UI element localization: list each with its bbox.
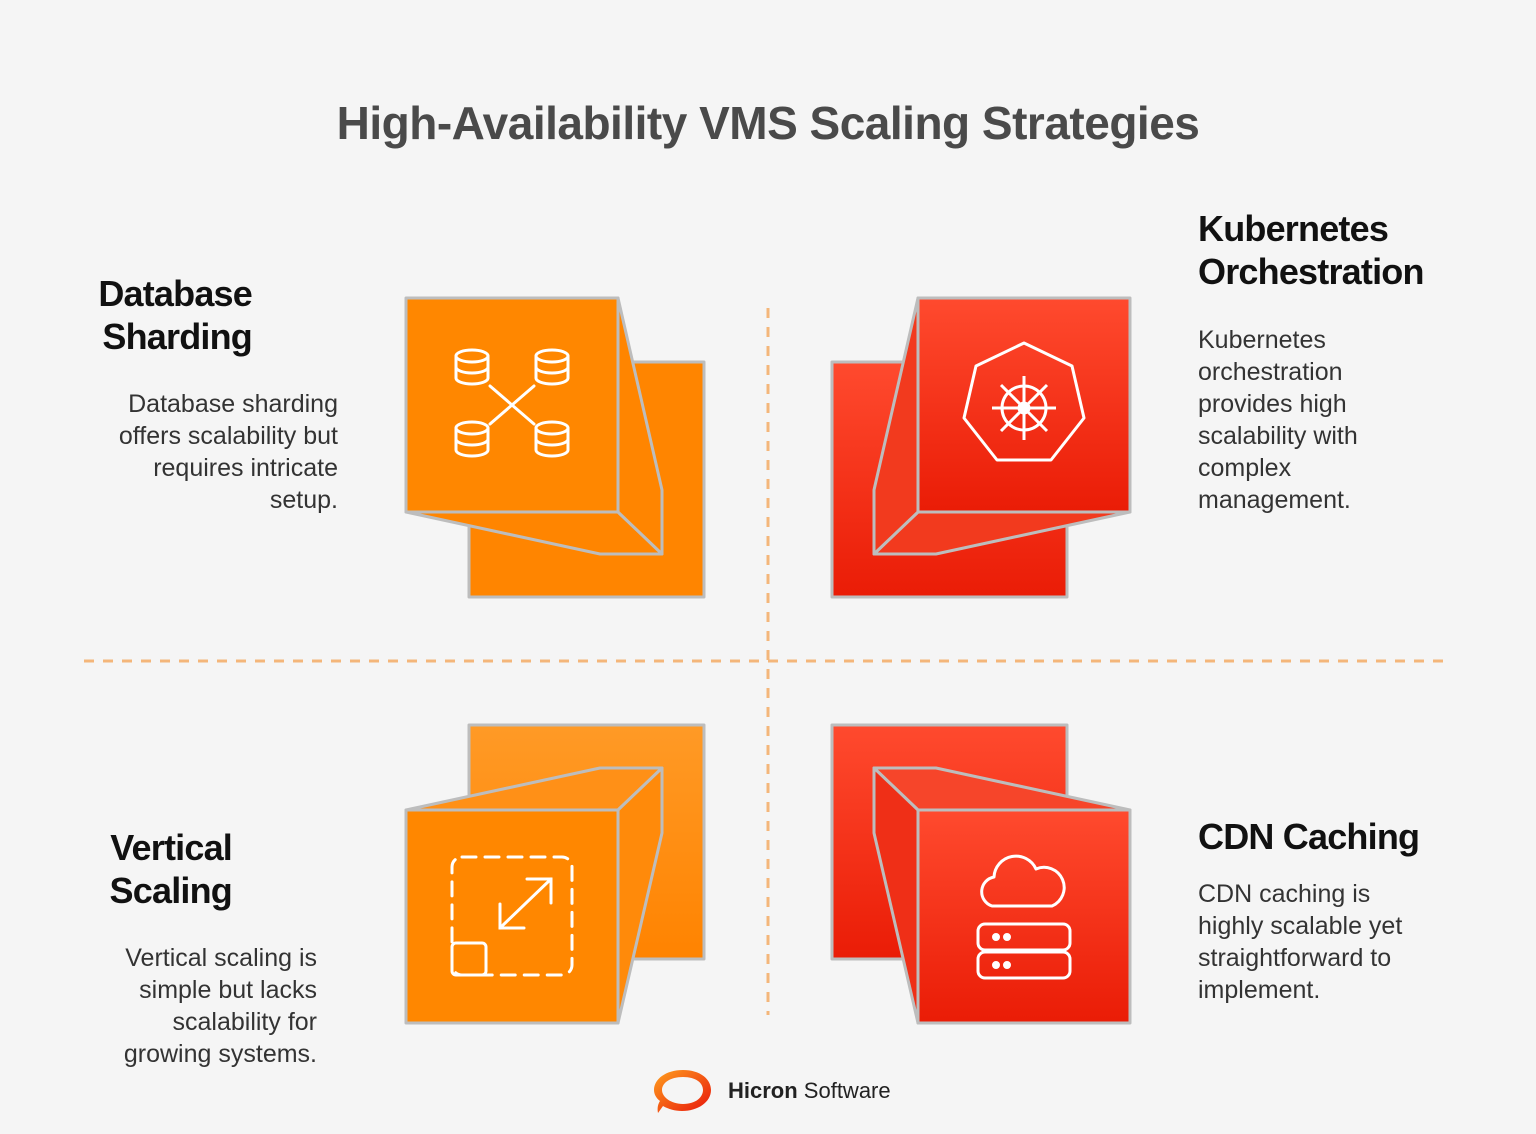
cloud-server-icon — [976, 854, 1072, 980]
kubernetes-description: Kubernetes orchestration provides high s… — [1198, 326, 1358, 514]
kubernetes-heading: Kubernetes Orchestration — [1198, 208, 1424, 292]
page-title: High-Availability VMS Scaling Strategies — [336, 97, 1200, 149]
cdn-caching-block — [830, 723, 1132, 1025]
vertical-scaling-description: Vertical scaling is simple but lacks sca… — [123, 944, 317, 1068]
cdn-caching-heading: CDN Caching — [1198, 816, 1420, 857]
cdn-caching-description: CDN caching is highly scalable yet strai… — [1198, 880, 1403, 1004]
database-network-icon — [454, 348, 570, 458]
vertical-scaling-block — [404, 723, 706, 1025]
vertical-scaling-heading: Vertical Scaling — [109, 827, 233, 911]
hicron-logo-text: Hicron Software — [728, 1078, 891, 1103]
database-sharding-block — [404, 296, 706, 599]
kubernetes-helm-icon — [962, 341, 1086, 462]
database-sharding-heading: Database Sharding — [98, 273, 252, 357]
database-sharding-description: Database sharding offers scalability but… — [118, 390, 338, 514]
hicron-logo-icon — [654, 1070, 711, 1113]
hicron-logo: Hicron Software — [650, 1064, 891, 1118]
resize-expand-icon — [450, 855, 574, 977]
kubernetes-block — [830, 296, 1132, 599]
